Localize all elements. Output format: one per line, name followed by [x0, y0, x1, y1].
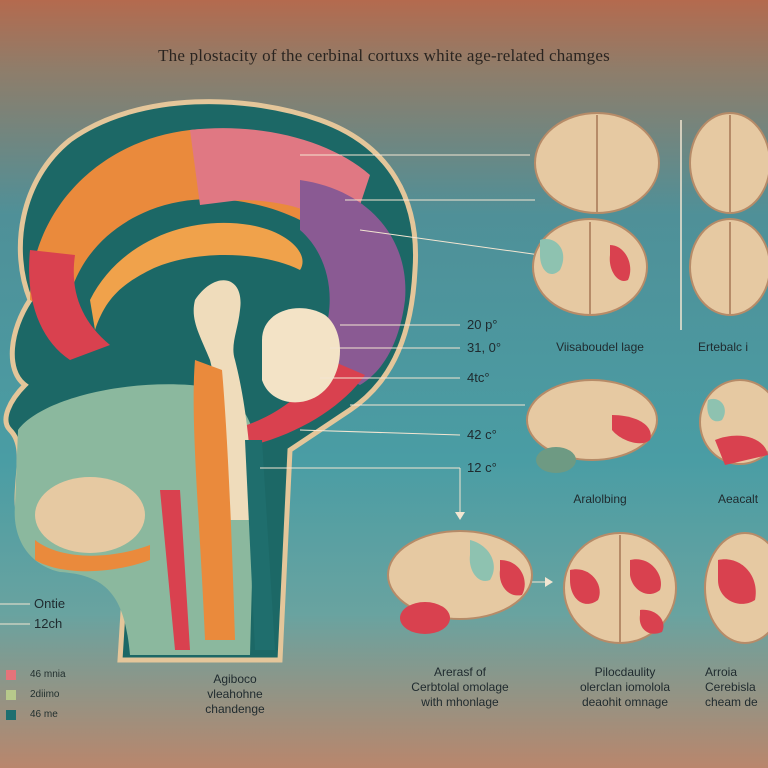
brain-top-1 [534, 112, 660, 214]
caption-row1-right: Ertebalc i [698, 340, 749, 354]
brain-back-1 [532, 218, 648, 316]
legend-label: 46 me [30, 709, 58, 720]
scale-label-2: 31, 0° [467, 340, 502, 355]
leader-line-3 [359, 229, 541, 256]
legend-item: 46 mnia [6, 668, 96, 682]
spine-red [160, 490, 190, 650]
arrow-right [545, 577, 553, 587]
jaw-orange [35, 540, 150, 572]
legend-swatch [6, 690, 16, 700]
legend-swatch [6, 710, 16, 720]
scale-label-5: 12 c° [467, 460, 497, 475]
cortex-red [29, 250, 110, 360]
caption-bottom-1: Agiboco vleahohne chandenge [205, 672, 265, 716]
legend-item: 46 me [6, 708, 96, 722]
brain-lower-2 [563, 532, 677, 644]
scale-label-4: 42 c° [467, 427, 497, 442]
leader-line-8 [299, 429, 461, 436]
caption-bottom-2: Arerasf of Cerbtolal omolage with mhonla… [411, 665, 509, 709]
caption-row2-left: Aralolbing [573, 492, 627, 506]
side-label-2: 12ch [34, 616, 63, 631]
corpus-callosum [90, 222, 303, 330]
side-label-1: Ontie [34, 596, 66, 611]
legend-label: 2diimo [30, 689, 60, 700]
spine-orange [193, 360, 235, 640]
caption-row1-left: Viisaboudel lage [556, 340, 644, 354]
brain-side-2 [699, 379, 768, 465]
scale-label-3: 4tc° [467, 370, 490, 385]
brain-back-2 [689, 218, 768, 316]
legend-label: 46 mnia [30, 669, 66, 680]
arrow-down [455, 512, 465, 520]
diagram-title: The plostacity of the cerbinal cortuxs w… [158, 46, 610, 65]
legend-swatch [6, 670, 16, 680]
brain-lower-1 [387, 530, 533, 634]
legend-item: 2diimo [6, 688, 96, 702]
caption-bottom-3: Pilocdaulity olerclan iomolola deaohit o… [579, 665, 671, 709]
caption-bottom-4: Arroia Cerebisla cheam de [705, 665, 758, 709]
caption-row2-right: Aeacalt [718, 492, 759, 506]
scale-label-1: 20 p° [467, 317, 498, 332]
brain-side-1 [526, 379, 658, 473]
brain-top-2 [689, 112, 768, 214]
cerebellum [262, 308, 340, 403]
spine-teal [245, 440, 275, 650]
tongue [35, 477, 145, 553]
inner-red-band [230, 360, 365, 450]
brain-lower-3 [704, 532, 768, 644]
